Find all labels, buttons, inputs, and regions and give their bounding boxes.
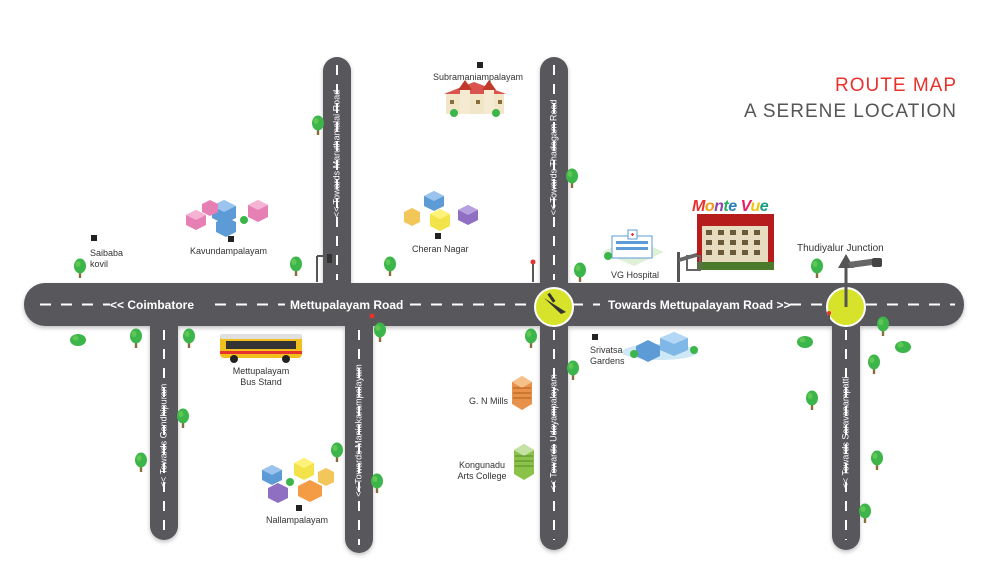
road-label-coimbatore: << Coimbatore <box>110 298 195 312</box>
place-marker <box>592 334 598 340</box>
building-cluster-icon <box>186 200 268 237</box>
brand-letter: t <box>723 198 729 215</box>
road-label-udayampalayam: << Towards Udayampalayam <box>548 374 559 491</box>
building-cluster-icon <box>444 80 506 117</box>
place-kavundampalayam: Kavundampalayam <box>190 246 268 256</box>
place-nallampalayam: Nallampalayam <box>266 515 329 525</box>
brand-letter: u <box>750 198 760 215</box>
project-building-icon <box>686 214 774 271</box>
place-marker <box>435 233 441 239</box>
hospital-icon <box>602 229 664 266</box>
place-gn-mills: G. N Mills <box>469 396 508 406</box>
road-label-thadagam: << Towards Thadagam Road <box>548 99 559 216</box>
road-label-maniakarampalayam: << Towards Maniakarampalayam <box>353 364 364 497</box>
place-bus-stand: Mettupalayam Bus Stand <box>226 366 296 388</box>
bush-icon <box>70 334 911 353</box>
place-saibaba-line2: kovil <box>90 259 109 269</box>
map-title: ROUTE MAP <box>835 75 957 96</box>
place-kongunadu-line2: Arts College <box>457 471 507 481</box>
place-cheran-nagar: Cheran Nagar <box>412 244 469 254</box>
place-subramaniampalayam: Subramaniampalayam <box>433 72 524 82</box>
place-vg-hospital: VG Hospital <box>611 270 660 280</box>
project-brand: Monte Vue <box>692 198 769 216</box>
brand-letter: V <box>740 198 751 215</box>
lane-markings <box>40 65 955 545</box>
gandhipuram-road <box>150 305 178 540</box>
place-marker <box>477 62 483 68</box>
bus-icon <box>220 334 302 363</box>
place-srivatsa-line1: Srivatsa <box>590 345 623 355</box>
place-kongunadu-college: Kongunadu Arts College <box>450 460 514 482</box>
place-saibaba-kovil: Saibaba kovil <box>90 248 123 270</box>
brand-letter: n <box>714 198 724 215</box>
thudiyalur-junction-icon <box>826 254 882 327</box>
road-label-saravanampatti: << Towards Saravanampatti <box>840 376 851 489</box>
place-marker <box>296 505 302 511</box>
road-label-towards-mettupalayam: Towards Mettupalayam Road >> <box>608 298 791 312</box>
junction-icon <box>534 287 574 327</box>
place-saibaba-line1: Saibaba <box>90 248 124 258</box>
brand-letter: e <box>728 198 737 215</box>
place-marker <box>91 235 97 241</box>
building-cluster-icon <box>262 458 334 503</box>
building-cluster-icon <box>404 191 478 231</box>
place-marker <box>228 236 234 242</box>
place-srivatsa-line2: Gardens <box>590 356 625 366</box>
map-subtitle: A SERENE LOCATION <box>743 101 957 122</box>
project-brand-label: Monte Vue <box>692 198 769 215</box>
brand-letter: e <box>759 198 769 215</box>
place-srivatsa-gardens: Srivatsa Gardens <box>590 345 625 367</box>
road-label-mettupalayam: Mettupalayam Road <box>290 298 404 312</box>
college-icon <box>514 444 534 480</box>
mill-icon <box>512 376 532 410</box>
road-label-gandhipuram: << Towards Gandhipuram <box>158 383 169 488</box>
brand-letter: M <box>692 198 705 215</box>
place-bus-stand-line2: Bus Stand <box>240 377 282 387</box>
place-thudiyalur-junction: Thudiyalur Junction <box>797 243 884 254</box>
place-bus-stand-line1: Mettupalayam <box>232 366 290 376</box>
building-cluster-icon <box>622 332 698 362</box>
place-kongunadu-line1: Kongunadu <box>458 460 506 470</box>
road-label-maruthamalai: << Towards Maruthamalai Road <box>331 89 342 218</box>
brand-letter: o <box>704 198 715 215</box>
